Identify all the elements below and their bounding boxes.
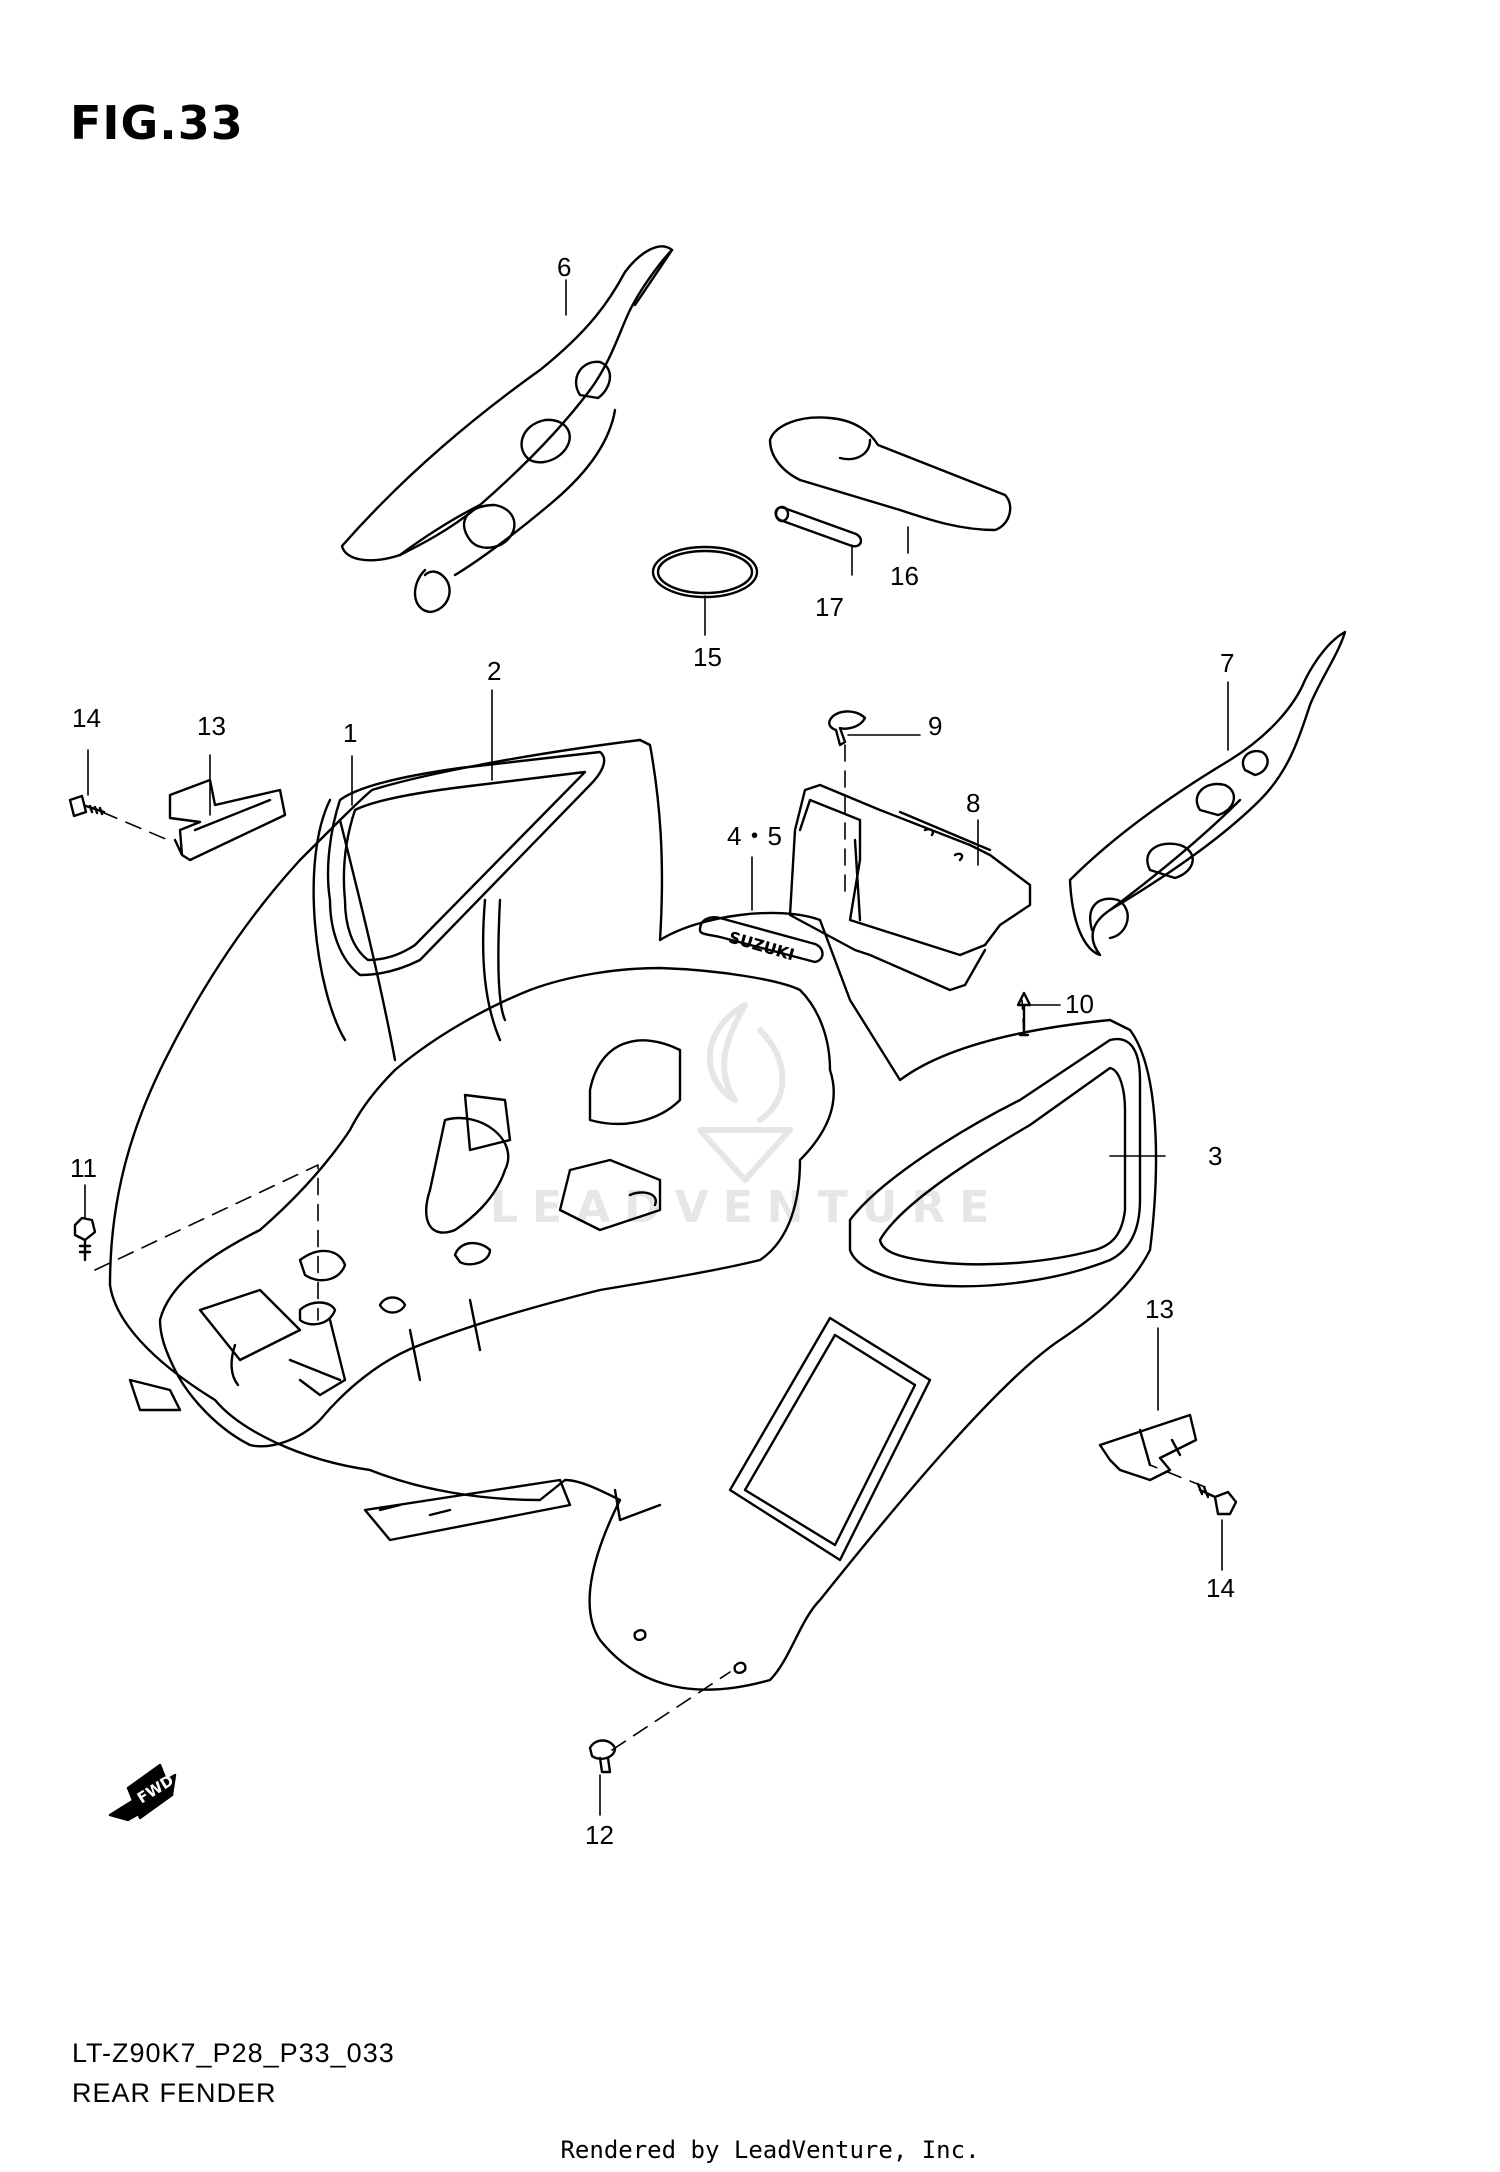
leader-lines <box>84 279 1229 1816</box>
callout-2: 2 <box>487 656 501 686</box>
callout-14-left: 14 <box>72 703 101 733</box>
license-plate-recess <box>728 1316 932 1562</box>
figure-title: FIG.33 <box>70 96 244 150</box>
callout-6: 6 <box>557 252 571 282</box>
part-8-storage-tray <box>788 783 1032 992</box>
part-3-right-side-decal <box>848 1037 1142 1288</box>
part-7-right-decal <box>1068 630 1347 957</box>
callout-13-right: 13 <box>1145 1294 1174 1324</box>
suzuki-emblem-text: SUZUKI <box>726 928 796 965</box>
callout-17: 17 <box>815 592 844 622</box>
callout-3: 3 <box>1208 1141 1222 1171</box>
callout-4-5: 4・5 <box>727 821 782 851</box>
figure-name: REAR FENDER <box>72 2078 277 2108</box>
callout-11: 11 <box>70 1153 97 1183</box>
callout-9: 9 <box>928 711 942 741</box>
part-12-clip <box>588 1739 617 1774</box>
part-13-left-bracket <box>168 778 287 862</box>
model-code: LT-Z90K7_P28_P33_033 <box>72 2038 395 2068</box>
part-13-right-bracket <box>1098 1413 1198 1482</box>
leadventure-watermark: LEADVENTURE <box>490 1182 1003 1233</box>
callout-1: 1 <box>343 718 357 748</box>
callout-7: 7 <box>1220 648 1234 678</box>
part-14-left-bolt <box>68 794 106 818</box>
callout-10: 10 <box>1065 989 1094 1019</box>
part-11-screw <box>73 1216 97 1262</box>
part-2-left-side-decal <box>326 750 606 977</box>
part-16-cover <box>768 416 1012 532</box>
callout-13-left: 13 <box>197 711 226 741</box>
part-9-clip <box>828 710 867 747</box>
part-1-rear-fender <box>108 738 1158 1691</box>
fwd-direction-badge: FWD <box>108 1763 177 1822</box>
render-credit: Rendered by LeadVenture, Inc. <box>560 2136 980 2164</box>
callout-labels: 6 16 17 15 2 1 14 13 7 9 8 4・5 10 3 11 1… <box>70 252 1235 1850</box>
part-14-right-bolt <box>1196 1482 1238 1516</box>
callout-12: 12 <box>585 1820 614 1850</box>
part-15-o-ring <box>651 545 759 599</box>
callout-16: 16 <box>890 561 919 591</box>
part-17-rod <box>774 505 863 548</box>
dashed-assembly-lines <box>94 744 1206 1751</box>
callout-14-right: 14 <box>1206 1573 1235 1603</box>
watermark-flame-icon <box>697 1002 793 1183</box>
part-4-5-emblem: SUZUKI <box>698 916 824 965</box>
callout-15: 15 <box>693 642 722 672</box>
part-6-left-decal <box>340 245 674 614</box>
fender-hole-icon <box>633 1629 747 1674</box>
callout-8: 8 <box>966 788 980 818</box>
